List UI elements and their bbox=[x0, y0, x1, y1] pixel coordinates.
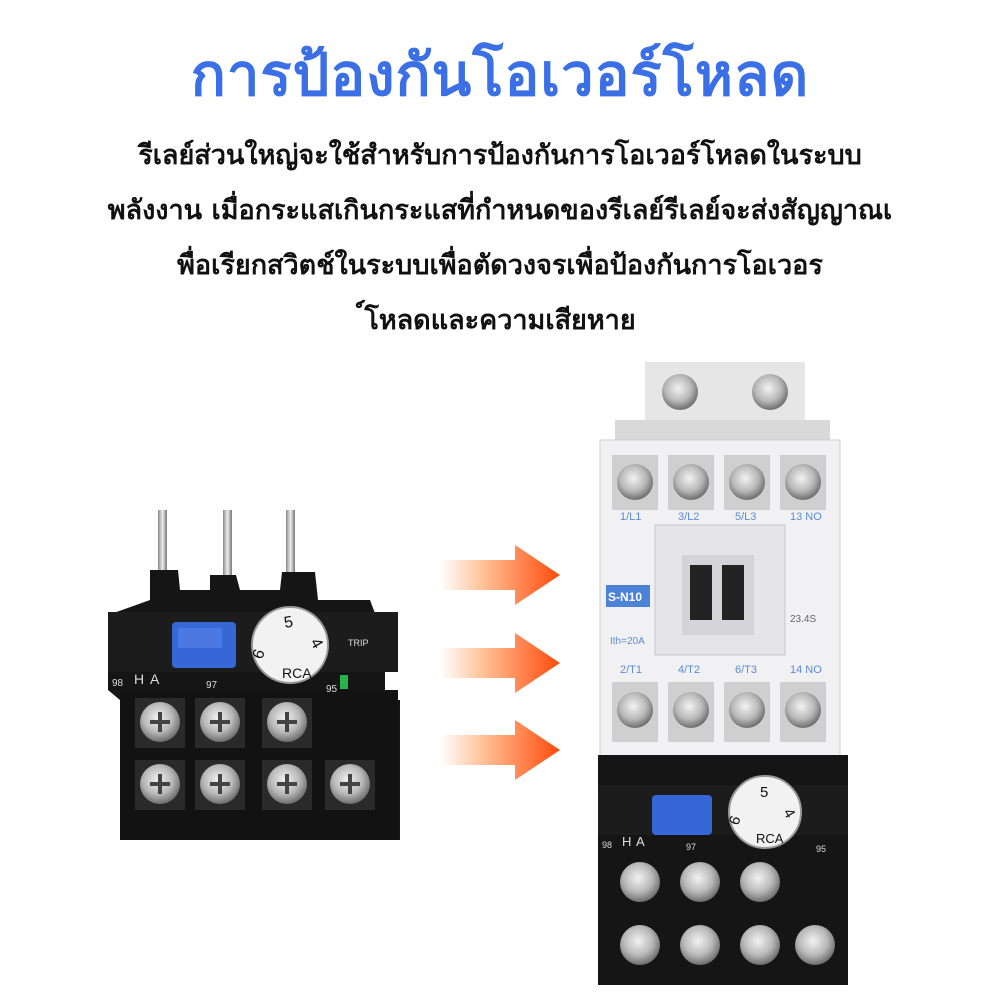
terminal-screw-row bbox=[135, 760, 375, 810]
terminal-screw-row bbox=[135, 698, 312, 748]
arrow-right-icon bbox=[440, 545, 560, 605]
relay-pin bbox=[158, 510, 167, 580]
code-label: 23.4S bbox=[790, 614, 816, 625]
dial-brand: RCA bbox=[282, 665, 312, 681]
terminal-label: 98 bbox=[602, 840, 612, 850]
terminal-label: 3/L2 bbox=[678, 511, 699, 523]
terminal-label: 98 bbox=[112, 678, 124, 689]
terminal-label: 13 NO bbox=[790, 511, 822, 523]
description: รีเลย์ส่วนใหญ่จะใช้สำหรับการป้องกันการโอ… bbox=[40, 128, 960, 348]
description-line: พื่อเรียกสวิตช์ในระบบเพื่อตัดวงจรเพื่อป้… bbox=[177, 250, 823, 281]
terminal-label: 5/L3 bbox=[735, 511, 756, 523]
dial-brand: RCA bbox=[756, 831, 784, 846]
attached-overload-relay: 5 4 6 RCA 98 H A 97 95 bbox=[598, 755, 848, 985]
overload-relay: 5 4 6 RCA TRIP 98 H A 97 95 bbox=[108, 510, 400, 840]
current-dial bbox=[728, 775, 802, 849]
model-label: S-N10 bbox=[608, 590, 642, 604]
rating-label: Ith=20A bbox=[610, 636, 645, 647]
terminal-label: 95 bbox=[326, 684, 338, 695]
terminal-screw-row bbox=[612, 455, 826, 510]
dial-number: 5 bbox=[283, 614, 295, 632]
terminal-screw-row bbox=[620, 862, 780, 902]
page-title: การป้องกันโอเวอร์โหลด bbox=[190, 41, 810, 109]
terminal-label: A bbox=[636, 834, 645, 849]
description-line: รีเลย์ส่วนใหญ่จะใช้สำหรับการป้องกันการโอ… bbox=[138, 140, 862, 171]
terminal-screw-row bbox=[612, 682, 826, 742]
relay-pin bbox=[223, 510, 232, 580]
terminal-label: 4/T2 bbox=[678, 664, 700, 676]
arrow-right-icon bbox=[440, 633, 560, 693]
terminal-label: H bbox=[622, 834, 631, 849]
terminal-label: 97 bbox=[686, 842, 696, 852]
arrow-right-icon bbox=[440, 720, 560, 780]
description-line: ์โหลดและความเสียหาย bbox=[364, 305, 636, 336]
model-badge bbox=[606, 585, 650, 607]
terminal-label: A bbox=[150, 671, 160, 687]
terminal-label: 1/L1 bbox=[620, 511, 641, 523]
arrows bbox=[440, 545, 560, 780]
terminal-screw-row bbox=[620, 925, 835, 965]
terminal-label: 95 bbox=[816, 844, 826, 854]
terminal-label: 14 NO bbox=[790, 664, 822, 676]
dial-number: 5 bbox=[760, 784, 768, 801]
relay-pin bbox=[286, 510, 295, 580]
contactor: 1/L1 3/L2 5/L3 13 NO S-N10 Ith=20A 23.4S… bbox=[599, 362, 841, 761]
terminal-label: 2/T1 bbox=[620, 664, 642, 676]
reset-button bbox=[652, 795, 712, 835]
description-line: พลังงาน เมื่อกระแสเกินกระแสที่กำหนดของรี… bbox=[107, 195, 893, 226]
terminal-label: 97 bbox=[206, 680, 218, 691]
current-dial bbox=[251, 606, 329, 684]
terminal-label: H bbox=[134, 671, 144, 687]
terminal-label: 6/T3 bbox=[735, 664, 757, 676]
trip-label: TRIP bbox=[348, 638, 369, 648]
